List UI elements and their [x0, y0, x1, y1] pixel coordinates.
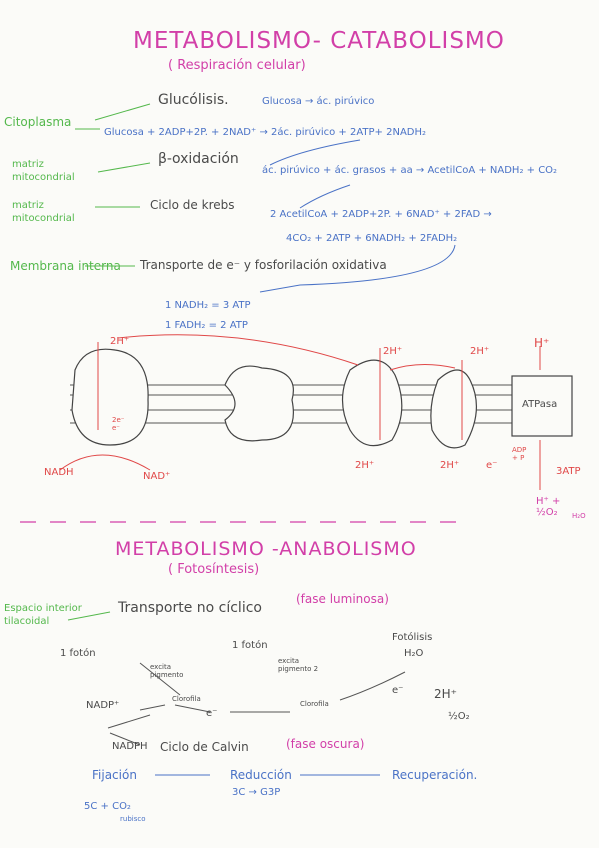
h-bottom-2: 2H⁺ — [440, 460, 460, 471]
krebs-equation-2: 4CO₂ + 2ATP + 6NADH₂ + 2FADH₂ — [286, 233, 458, 244]
oxygen: ½O₂ — [448, 711, 470, 722]
water-product-label: H₂O — [572, 512, 586, 520]
glycolysis-location: Citoplasma — [4, 115, 72, 129]
calvin-step-reduction: Reducción — [230, 768, 292, 782]
chlorophyll-2: Clorofila — [300, 700, 329, 708]
electron-transport-location: Membrana interna — [10, 259, 121, 273]
h-bottom-1: 2H⁺ — [355, 460, 375, 471]
photolysis: Fotólisis — [392, 632, 433, 643]
equivalence-nadh: 1 NADH₂ = 3 ATP — [165, 300, 251, 311]
calvin-heading: Ciclo de Calvin — [160, 740, 249, 754]
catabolism-subtitle: ( Respiración celular) — [168, 58, 306, 73]
pigment-2: excita pigmento 2 — [278, 657, 319, 673]
nadh-label: NADH — [44, 467, 74, 478]
atpase-label: ATPasa — [522, 399, 558, 410]
anabolism-subtitle: ( Fotosíntesis) — [168, 562, 260, 577]
h-top-2: 2H⁺ — [383, 346, 403, 357]
krebs-equation-1: 2 AcetilCoA + 2ADP+2P. + 6NAD⁺ + 2FAD → — [270, 209, 492, 220]
krebs-heading: Ciclo de krebs — [150, 198, 235, 212]
photon-2: 1 fotón — [232, 640, 268, 651]
h-top-4: H⁺ — [534, 336, 550, 350]
adp-label: ADP + P — [512, 446, 527, 462]
catabolism-title: METABOLISMO- CATABOLISMO — [133, 28, 505, 54]
equivalence-fadh: 1 FADH₂ = 2 ATP — [165, 320, 248, 331]
nadp: NADP⁺ — [86, 700, 120, 711]
reduction-detail: 3C → G3P — [232, 787, 281, 798]
light-phase-location: Espacio interior tilacoidal — [4, 603, 82, 627]
photon-1: 1 fotón — [60, 648, 96, 659]
glycolysis-equation: Glucosa + 2ADP+2P. + 2NAD⁺ → 2ác. pirúvi… — [104, 127, 427, 138]
krebs-location: matriz mitocondrial — [12, 200, 75, 224]
light-phase-label: (fase luminosa) — [296, 592, 389, 606]
e-bottom: e⁻ — [486, 460, 498, 471]
fixation-input: 5C + CO₂ — [84, 801, 131, 812]
h-top-3: 2H⁺ — [470, 346, 490, 357]
pigment-1: excita pigmento — [150, 663, 184, 679]
beta-oxidation-equation: ác. pirúvico + ác. grasos + aa → AcetilC… — [262, 165, 558, 176]
beta-oxidation-location: matriz mitocondrial — [12, 159, 75, 183]
photolysis-water: H₂O — [404, 648, 424, 659]
glycolysis-heading: Glucólisis. — [158, 92, 229, 108]
light-phase-heading: Transporte no cíclico — [118, 600, 262, 616]
fixation-enzyme: rubisco — [120, 815, 146, 823]
anabolism-title: METABOLISMO -ANABOLISMO — [115, 538, 417, 560]
calvin-step-fixation: Fijación — [92, 768, 137, 782]
nad-label: NAD⁺ — [143, 471, 171, 482]
chlorophyll-1: Clorofila — [172, 695, 201, 703]
e-label: 2e⁻ e⁻ — [112, 416, 125, 432]
atp-label: 3ATP — [556, 466, 581, 477]
electron-transport-heading: Transporte de e⁻ y fosforilación oxidati… — [140, 258, 387, 272]
glycolysis-summary: Glucosa → ác. pirúvico — [262, 96, 375, 107]
h-plus-2: 2H⁺ — [434, 687, 457, 701]
calvin-phase: (fase oscura) — [286, 737, 365, 751]
calvin-step-recovery: Recuperación. — [392, 768, 478, 782]
nadph: NADPH — [112, 741, 148, 752]
electron-1: e⁻ — [206, 708, 218, 719]
h-product-label: H⁺ + ½O₂ — [536, 496, 561, 518]
beta-oxidation-heading: β-oxidación — [158, 151, 239, 167]
h-top-1: 2H⁺ — [110, 336, 130, 347]
electron-2: e⁻ — [392, 685, 404, 696]
